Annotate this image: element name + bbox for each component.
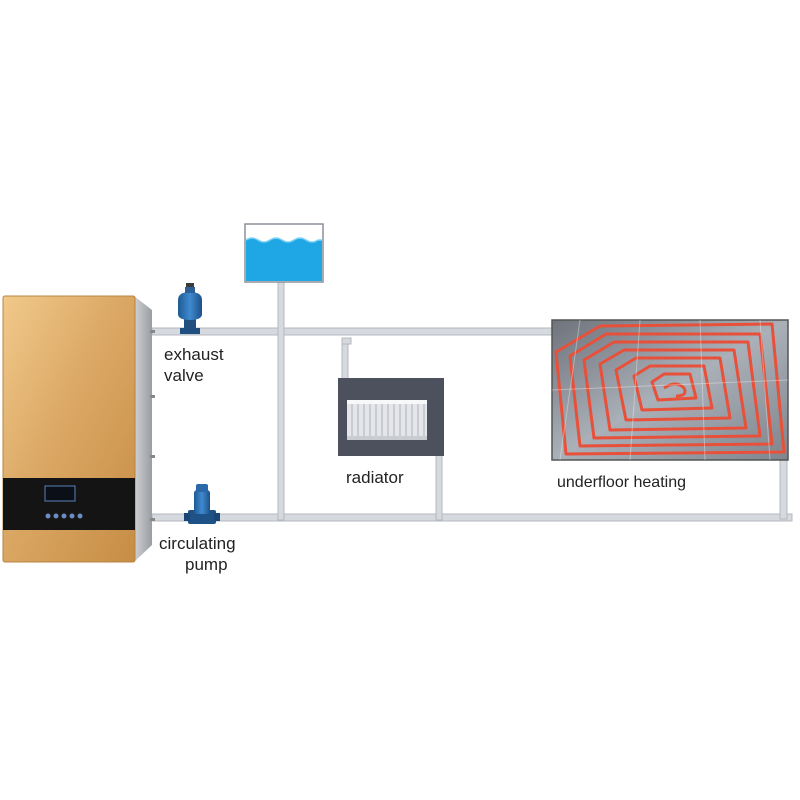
supply-pipe (151, 327, 557, 336)
exhaust-valve-label-line2: valve (164, 366, 204, 385)
underfloor-heating-icon (551, 319, 789, 461)
underfloor-heating-label: underfloor heating (557, 474, 686, 491)
expansion-tank-icon (244, 223, 324, 283)
radiator-label: radiator (346, 468, 404, 487)
radiator-supply-top (341, 337, 352, 345)
tank-riser-pipe (277, 281, 285, 521)
boiler-display (44, 485, 76, 502)
circulating-pump-label-line1: circulating (159, 534, 236, 553)
exhaust-valve-label-line1: exhaust (164, 345, 224, 364)
return-pipe (151, 513, 793, 522)
radiator-icon (338, 378, 444, 456)
circulating-pump-icon (184, 484, 220, 524)
circulating-pump-label-line2: pump (185, 555, 228, 574)
boiler-icon (2, 295, 155, 563)
exhaust-valve-icon (178, 283, 202, 334)
floor-return-branch (779, 454, 788, 520)
